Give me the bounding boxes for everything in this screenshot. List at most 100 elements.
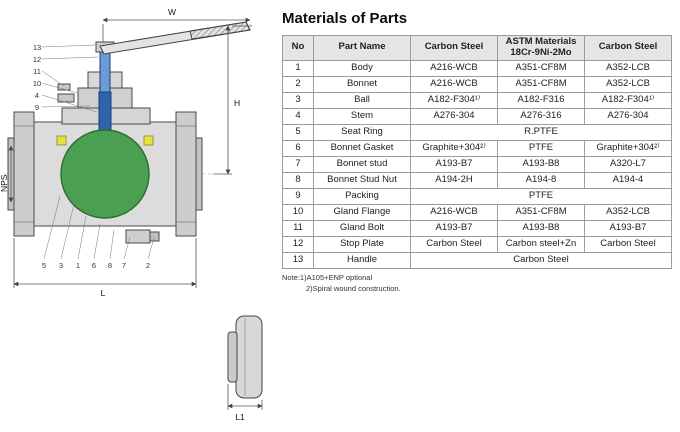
handle-grip [189, 21, 251, 40]
cell-part-name: Bonnet Stud Nut [313, 171, 411, 189]
cell-no: 8 [282, 171, 314, 189]
dimension-h: H [214, 25, 252, 175]
note-line-2: 2)Spiral wound construction. [306, 284, 401, 294]
cell-no: 5 [282, 123, 314, 141]
callouts-bottom: 5 3 1 6 8 7 2 [42, 195, 155, 270]
valve-diagram: W H NPS L 13 1 2 [0, 7, 263, 422]
table-row: 3 Ball A182-F304¹⁾ A182-F316 A182-F304¹⁾ [282, 91, 672, 109]
cell-material: A352-LCB [584, 59, 672, 77]
header-astm: ASTM Materials 18Cr-9Ni-2Mo [497, 35, 585, 61]
cell-material: A193-B7 [410, 219, 498, 237]
cell-no: 13 [282, 251, 314, 269]
dimension-l1: L1 [227, 384, 263, 422]
table-row: 4 Stem A276-304 A276-316 A276-304 [282, 107, 672, 125]
cell-part-name: Seat Ring [313, 123, 411, 141]
ball [60, 129, 150, 219]
callout-13: 13 [33, 43, 41, 52]
callout-3: 3 [59, 261, 63, 270]
header-no: No [282, 35, 314, 61]
cell-no: 12 [282, 235, 314, 253]
header-astm-line2: 18Cr-9Ni-2Mo [510, 46, 572, 58]
cell-no: 3 [282, 91, 314, 109]
cell-material-span: PTFE [410, 187, 672, 205]
callout-2: 2 [146, 261, 150, 270]
callout-4: 4 [35, 91, 39, 100]
table-row: 7 Bonnet stud A193-B7 A193-B8 A320-L7 [282, 155, 672, 173]
header-carbon-steel-2: Carbon Steel [584, 35, 672, 61]
notes: Note:1)A105+ENP optional 2)Spiral wound … [282, 272, 672, 295]
dim-nps-label: NPS [0, 174, 9, 192]
cell-no: 10 [282, 203, 314, 221]
cell-material: A194-2H [410, 171, 498, 189]
table-row: 5 Seat Ring R.PTFE [282, 123, 672, 141]
cell-material: Carbon steel+Zn [497, 235, 585, 253]
flange-side-view [227, 315, 263, 399]
cell-part-name: Stem [313, 107, 411, 125]
header-row: No Part Name Carbon Steel ASTM Materials… [282, 35, 672, 61]
cell-part-name: Gland Bolt [313, 219, 411, 237]
cell-material: Carbon Steel [410, 235, 498, 253]
stem [98, 51, 112, 131]
table-row: 13 Handle Carbon Steel [282, 251, 672, 269]
cell-material: A193-B7 [410, 155, 498, 173]
cell-material: A351-CF8M [497, 203, 585, 221]
cell-material-span: R.PTFE [410, 123, 672, 141]
dimension-w: W [102, 7, 251, 42]
cell-material: A182-F304¹⁾ [584, 91, 672, 109]
cell-part-name: Bonnet [313, 75, 411, 93]
cell-material: A194-4 [584, 171, 672, 189]
cell-material: A182-F316 [497, 91, 585, 109]
callout-1: 1 [76, 261, 80, 270]
cell-material: A351-CF8M [497, 75, 585, 93]
cell-material: A320-L7 [584, 155, 672, 173]
cell-no: 6 [282, 139, 314, 157]
cell-material: A193-B7 [584, 219, 672, 237]
cell-material: A351-CF8M [497, 59, 585, 77]
cell-material: A193-B8 [497, 219, 585, 237]
note-line-1: Note:1)A105+ENP optional [282, 272, 373, 282]
cell-material: Graphite+304²⁾ [584, 139, 672, 157]
table-row: 12 Stop Plate Carbon Steel Carbon steel+… [282, 235, 672, 253]
cell-material: PTFE [497, 139, 585, 157]
dim-h-label: H [234, 98, 240, 108]
cell-material: A216-WCB [410, 203, 498, 221]
cell-material: A352-LCB [584, 203, 672, 221]
page-title: Materials of Parts [282, 10, 408, 27]
cell-no: 9 [282, 187, 314, 205]
cell-part-name: Ball [313, 91, 411, 109]
callout-7: 7 [122, 261, 126, 270]
cell-material: A193-B8 [497, 155, 585, 173]
cell-no: 2 [282, 75, 314, 93]
cell-material: A216-WCB [410, 75, 498, 93]
cell-material: Graphite+304²⁾ [410, 139, 498, 157]
cell-material: A276-304 [410, 107, 498, 125]
dimension-l: L [13, 238, 197, 298]
cell-material: Carbon Steel [584, 235, 672, 253]
cell-part-name: Bonnet Gasket [313, 139, 411, 157]
table-row: 10 Gland Flange A216-WCB A351-CF8M A352-… [282, 203, 672, 221]
table-row: 2 Bonnet A216-WCB A351-CF8M A352-LCB [282, 75, 672, 93]
handle [95, 21, 251, 55]
callouts-left: 13 12 11 10 4 9 [33, 43, 99, 113]
cell-part-name: Gland Flange [313, 203, 411, 221]
dim-l1-label: L1 [235, 412, 245, 422]
cell-part-name: Body [313, 59, 411, 77]
cell-no: 4 [282, 107, 314, 125]
materials-panel: Materials of Parts No Part Name Carbon S… [282, 10, 672, 295]
cell-no: 1 [282, 59, 314, 77]
materials-table: No Part Name Carbon Steel ASTM Materials… [282, 35, 672, 269]
header-carbon-steel-1: Carbon Steel [410, 35, 498, 61]
cell-material: A276-316 [497, 107, 585, 125]
table-row: 1 Body A216-WCB A351-CF8M A352-LCB [282, 59, 672, 77]
table-row: 6 Bonnet Gasket Graphite+304²⁾ PTFE Grap… [282, 139, 672, 157]
cell-material: A352-LCB [584, 75, 672, 93]
drain-plug [125, 229, 160, 244]
table-row: 8 Bonnet Stud Nut A194-2H A194-8 A194-4 [282, 171, 672, 189]
table-row: 9 Packing PTFE [282, 187, 672, 205]
callout-8: 8 [108, 261, 112, 270]
callout-11: 11 [33, 67, 41, 76]
cell-no: 7 [282, 155, 314, 173]
cell-part-name: Stop Plate [313, 235, 411, 253]
callout-9: 9 [35, 103, 39, 112]
